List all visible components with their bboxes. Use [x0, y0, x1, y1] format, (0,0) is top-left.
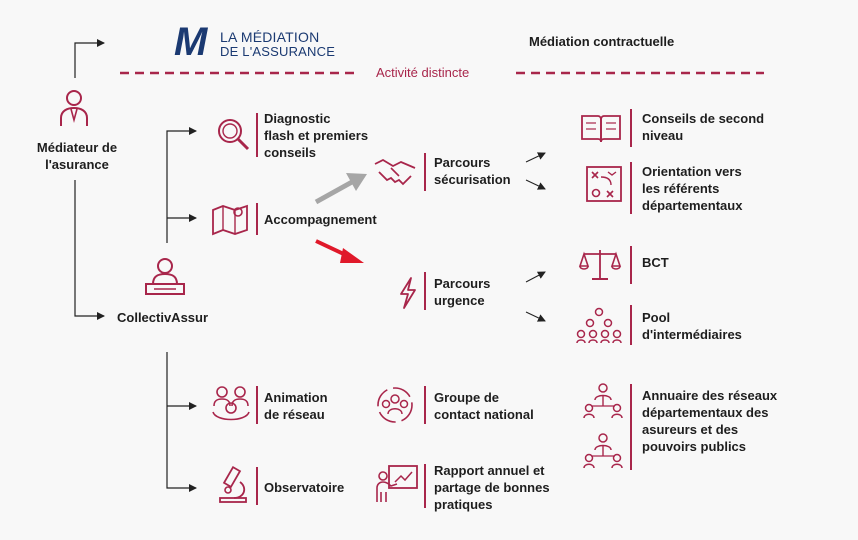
- orientation-label: Orientation vers les référents départeme…: [642, 164, 743, 213]
- map-pin-icon: [212, 204, 248, 236]
- divider-bar: [424, 386, 426, 424]
- magnifier-icon: [218, 119, 250, 151]
- divider-bar: [256, 386, 258, 424]
- red-arrow: [315, 239, 364, 263]
- mediation-logo: M LA MÉDIATION DE L'ASSURANCE: [174, 20, 344, 64]
- connector-upper-trunk: [166, 127, 197, 243]
- arrow-securisation-to-conseils: [525, 152, 546, 163]
- lightning-icon: [400, 277, 416, 309]
- divider-bar: [424, 272, 426, 310]
- logo-line2: DE L'ASSURANCE: [220, 44, 336, 59]
- logo-line1: LA MÉDIATION: [220, 29, 320, 45]
- divider-bar: [424, 153, 426, 191]
- divider-bar: [424, 464, 426, 508]
- distinct-label: Activité distincte: [376, 65, 470, 80]
- divider-bar: [630, 305, 632, 345]
- collectiv-desk-person-icon: [145, 258, 185, 295]
- urgence-label: Parcours urgence: [434, 276, 491, 308]
- divider-bar: [630, 109, 632, 147]
- conseils-label: Conseils de second niveau: [642, 111, 765, 143]
- divider-bar: [630, 384, 632, 470]
- arrow-securisation-to-orientation: [525, 179, 546, 190]
- securisation-label: Parcours sécurisation: [434, 155, 511, 187]
- divider-bar: [256, 203, 258, 235]
- logo-mark: M: [174, 20, 207, 64]
- grey-arrow: [314, 173, 367, 205]
- divider-bar: [256, 113, 258, 157]
- presentation-icon: [376, 465, 418, 502]
- people-group-icon: [576, 307, 622, 344]
- connector-mediator-to-collectiv: [74, 180, 105, 320]
- arrow-urgence-to-bct: [525, 271, 546, 283]
- mediator-label: Médiateur de l'asurance: [36, 140, 118, 172]
- microscope-icon: [219, 466, 247, 503]
- handshake-icon: [374, 158, 416, 186]
- open-book-icon: [581, 115, 621, 143]
- observatoire-label: Observatoire: [264, 480, 345, 495]
- target-group-icon: [377, 387, 413, 423]
- network-hierarchy-icon: [583, 383, 623, 419]
- groupe-label: Groupe de contact national: [434, 390, 534, 422]
- scales-icon: [578, 250, 622, 280]
- connector-lower-trunk: [166, 352, 197, 492]
- network-hierarchy-icon: [583, 433, 623, 469]
- divider-bar: [630, 246, 632, 284]
- rapport-label: Rapport annuel et partage de bonnes prat…: [434, 463, 550, 512]
- pool-label: Pool d'intermédiaires: [642, 310, 742, 342]
- annuaire-label: Annuaire des réseaux départementaux des …: [642, 388, 778, 454]
- divider-bar: [630, 162, 632, 214]
- network-people-icon: [212, 386, 250, 421]
- accompagnement-label: Accompagnement: [264, 212, 377, 227]
- tactics-board-icon: [586, 166, 622, 202]
- contract-label: Médiation contractuelle: [529, 34, 675, 49]
- divider-bar: [256, 467, 258, 505]
- arrow-urgence-to-pool: [525, 311, 546, 322]
- diagnostic-label: Diagnostic flash et premiers conseils: [264, 111, 369, 160]
- animation-label: Animation de réseau: [264, 390, 328, 422]
- mediator-person-icon: [60, 90, 88, 126]
- connector-mediator-to-contract: [74, 39, 105, 78]
- collectiv-label: CollectivAssur: [117, 310, 209, 325]
- bct-label: BCT: [642, 255, 669, 270]
